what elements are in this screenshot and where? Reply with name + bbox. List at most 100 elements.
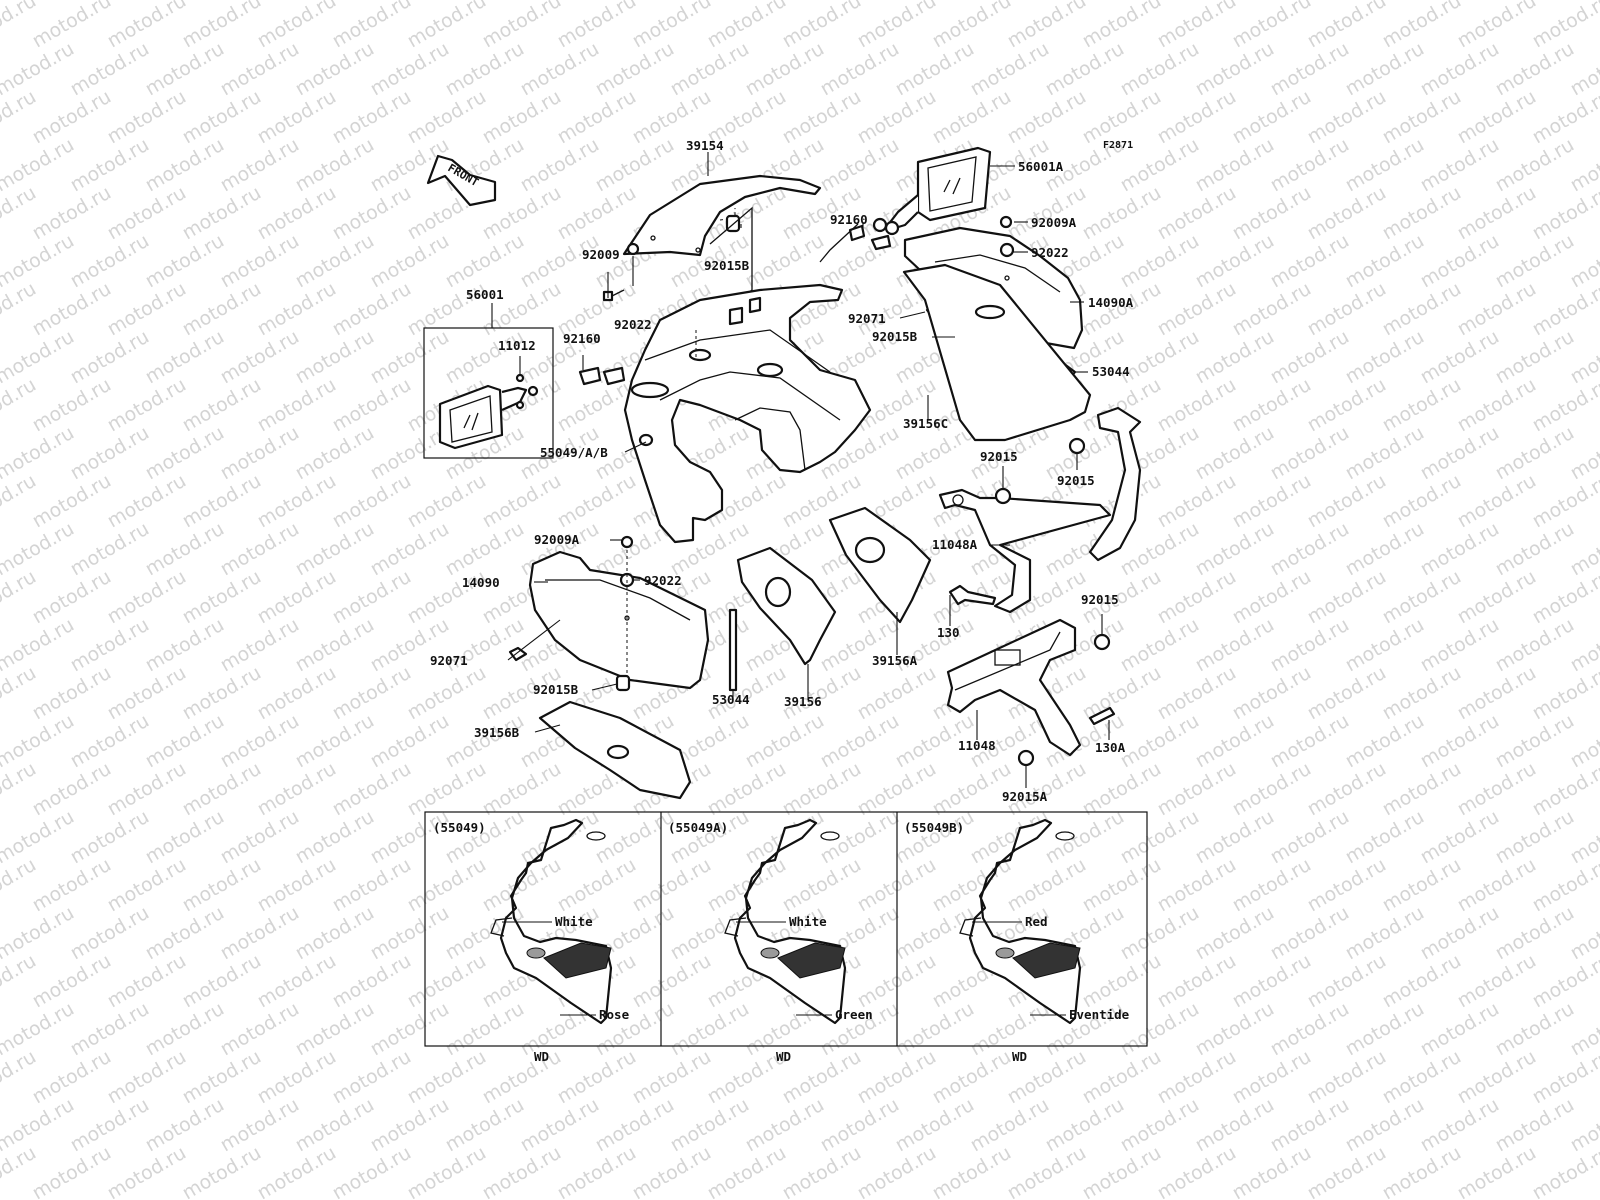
watermark-text: motod.ru: [1267, 710, 1353, 773]
watermark-text: motod.ru: [254, 470, 340, 533]
watermark-text: motod.ru: [1492, 518, 1578, 581]
watermark-text: motod.ru: [254, 662, 340, 725]
label-92015-a: 92015: [980, 449, 1018, 464]
watermark-text: motod.ru: [217, 134, 303, 197]
watermark-text: motod.ru: [179, 1142, 265, 1200]
watermark-text: motod.ru: [104, 854, 190, 917]
watermark-text: motod.ru: [742, 1094, 828, 1157]
label-92022-mid: 92022: [644, 573, 682, 588]
watermark-text: motod.ru: [292, 230, 378, 293]
watermark-text: motod.ru: [1192, 326, 1278, 389]
watermark-text: motod.ru: [1192, 710, 1278, 773]
watermark-text: motod.ru: [217, 998, 303, 1061]
watermark-text: motod.ru: [1192, 38, 1278, 101]
watermark-text: motod.ru: [104, 758, 190, 821]
variant-upper-color: White: [555, 914, 593, 929]
label-92071-right: 92071: [848, 311, 886, 326]
watermark-text: motod.ru: [1417, 38, 1503, 101]
watermark-text: motod.ru: [1492, 710, 1578, 773]
watermark-text: motod.ru: [67, 38, 153, 101]
watermark-text: motod.ru: [1454, 182, 1540, 245]
watermark-text: motod.ru: [292, 614, 378, 677]
watermark-text: motod.ru: [1117, 806, 1203, 869]
variant-lower-color: Rose: [599, 1007, 630, 1022]
mirror-56001A: [872, 146, 992, 236]
watermark-text: motod.ru: [1379, 0, 1465, 52]
watermark-text: motod.ru: [1004, 182, 1090, 245]
watermark-text: motod.ru: [554, 182, 640, 245]
watermark-text: motod.ru: [517, 38, 603, 101]
watermark-text: motod.ru: [1267, 614, 1353, 677]
watermark-text: motod.ru: [1304, 182, 1390, 245]
watermark-text: motod.ru: [29, 470, 115, 533]
watermark-text: motod.ru: [329, 566, 415, 629]
watermark-text: motod.ru: [217, 1094, 303, 1157]
watermark-text: motod.ru: [1492, 1094, 1578, 1157]
watermark-text: motod.ru: [1154, 854, 1240, 917]
watermark-text: motod.ru: [779, 1046, 865, 1109]
watermark-text: motod.ru: [1379, 278, 1465, 341]
watermark-text: motod.ru: [1454, 566, 1540, 629]
watermark-text: motod.ru: [1417, 710, 1503, 773]
watermark-text: motod.ru: [29, 0, 115, 52]
watermark-text: motod.ru: [404, 0, 490, 52]
watermark-text: motod.ru: [1417, 614, 1503, 677]
watermark-text: motod.ru: [367, 902, 453, 965]
watermark-text: motod.ru: [929, 0, 1015, 52]
variant-55049: (55049) White Rose WD: [433, 818, 630, 1064]
watermark-text: motod.ru: [1267, 326, 1353, 389]
watermark-text: motod.ru: [29, 566, 115, 629]
watermark-text: motod.ru: [1267, 902, 1353, 965]
label-92009: 92009: [582, 247, 620, 262]
watermark-text: motod.ru: [329, 950, 415, 1013]
watermark-text: motod.ru: [29, 182, 115, 245]
watermark-text: motod.ru: [929, 1142, 1015, 1200]
watermark-text: motod.ru: [1304, 854, 1390, 917]
variant-code: (55049): [433, 820, 486, 835]
label-55049AB: 55049/A/B: [540, 445, 608, 460]
watermark-text: motod.ru: [1454, 1046, 1540, 1109]
windshield-39154: [622, 174, 822, 257]
watermark-text: motod.ru: [1267, 998, 1353, 1061]
watermark-text: motod.ru: [892, 998, 978, 1061]
watermark-text: motod.ru: [442, 710, 528, 773]
watermark-text: motod.ru: [367, 1094, 453, 1157]
watermark-text: motod.ru: [667, 998, 753, 1061]
watermark-text: motod.ru: [367, 518, 453, 581]
watermark-text: motod.ru: [892, 422, 978, 485]
watermark-text: motod.ru: [1379, 566, 1465, 629]
watermark-text: motod.ru: [1154, 470, 1240, 533]
watermark-text: motod.ru: [817, 806, 903, 869]
clips-92160: [578, 223, 892, 386]
watermark-text: motod.ru: [104, 278, 190, 341]
watermark-text: motod.ru: [1192, 902, 1278, 965]
watermark-text: motod.ru: [404, 86, 490, 149]
variant-code: (55049B): [904, 820, 964, 835]
label-39154: 39154: [686, 138, 724, 153]
label-14090: 14090: [462, 575, 500, 590]
watermark-text: motod.ru: [1492, 806, 1578, 869]
watermark-text: motod.ru: [254, 278, 340, 341]
label-11048A: 11048A: [932, 537, 978, 552]
watermark-text: motod.ru: [292, 998, 378, 1061]
label-92015-c: 92015: [1081, 592, 1119, 607]
watermark-text: motod.ru: [854, 86, 940, 149]
watermark-text: motod.ru: [629, 950, 715, 1013]
watermark-text: motod.ru: [142, 134, 228, 197]
watermark-text: motod.ru: [404, 854, 490, 917]
label-92022-left: 92022: [614, 317, 652, 332]
watermark-text: motod.ru: [442, 806, 528, 869]
watermark-text: motod.ru: [629, 0, 715, 52]
watermark-text: motod.ru: [1192, 230, 1278, 293]
variant-market: WD: [534, 1049, 549, 1064]
variant-upper-color: Red: [1025, 914, 1048, 929]
label-92015-b: 92015: [1057, 473, 1095, 488]
watermark-text: motod.ru: [1342, 422, 1428, 485]
watermark-text: motod.ru: [179, 1046, 265, 1109]
watermark-text: motod.ru: [1304, 470, 1390, 533]
watermark-text: motod.ru: [329, 470, 415, 533]
watermark-text: motod.ru: [1417, 998, 1503, 1061]
watermark-text: motod.ru: [142, 518, 228, 581]
watermark-text: motod.ru: [1454, 278, 1540, 341]
